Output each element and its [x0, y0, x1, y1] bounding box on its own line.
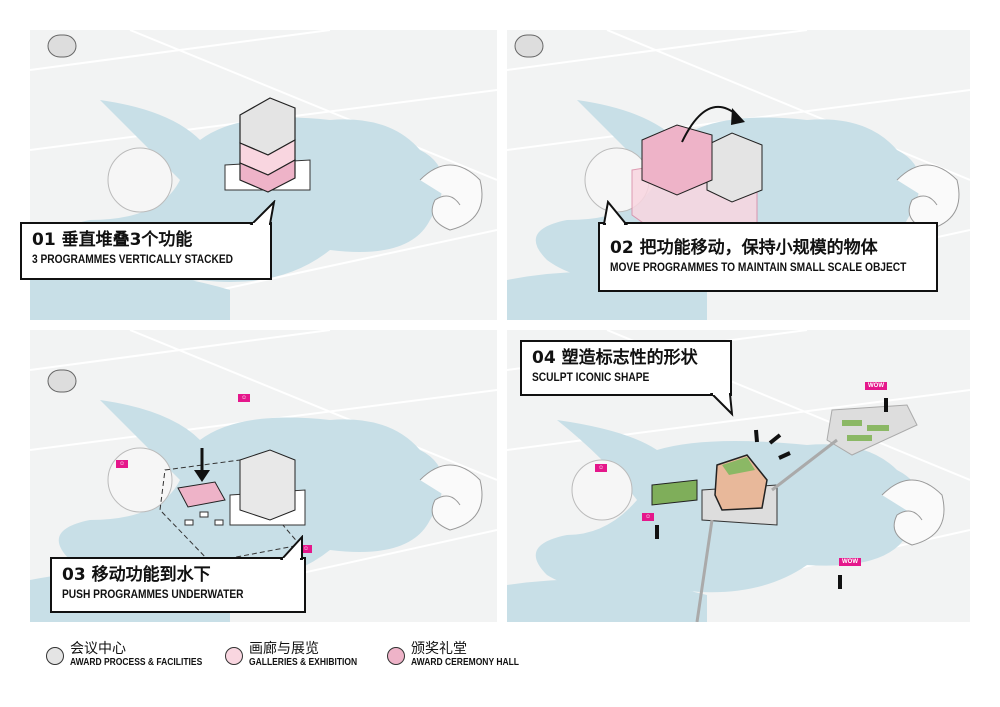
step-title-en: SCULPT ICONIC SHAPE [532, 370, 650, 384]
stacked-volume [239, 97, 296, 193]
smile-badge: ☺ [300, 545, 313, 553]
grey-volume [239, 449, 296, 521]
hall-volume [641, 124, 713, 196]
callout-tail [280, 535, 303, 561]
spiral-landform [881, 479, 945, 546]
emphasis-lines [754, 429, 791, 460]
swatch-galleries [225, 647, 243, 665]
legend-label-en: AWARD PROCESS & FACILITIES [70, 657, 203, 668]
bridge [695, 438, 838, 622]
smile-badge: ☺ [595, 464, 608, 472]
wow-badge: WOW [839, 558, 861, 566]
legend-label-zh: 会议中心 [70, 641, 126, 657]
step-title-en: MOVE PROGRAMMES TO MAINTAIN SMALL SCALE … [610, 260, 907, 274]
legend-label-zh: 颁奖礼堂 [411, 641, 467, 657]
move-arrow-icon [681, 105, 738, 143]
spiral-landform [419, 164, 483, 231]
hall-underwater [177, 481, 226, 508]
panel-04-iconic: ☺ ☺ WOW WOW [507, 330, 970, 622]
callout-02: 02 把功能移动，保持小规模的物体 MOVE PROGRAMMES TO MAI… [598, 222, 938, 292]
circular-plaza [571, 459, 633, 521]
step-title-en: 3 PROGRAMMES VERTICALLY STACKED [32, 252, 234, 266]
site-map [507, 330, 970, 622]
water-lower [30, 272, 230, 320]
circular-plaza [107, 447, 173, 513]
callout-tail [249, 200, 276, 226]
smile-badge: ☺ [238, 394, 251, 402]
wow-badge: WOW [865, 382, 887, 390]
step-title-zh: 01 垂直堆叠3个功能 [32, 230, 193, 250]
legend-label-zh: 画廊与展览 [249, 641, 319, 657]
circular-plaza [107, 147, 173, 213]
swatch-ceremony-hall [387, 647, 405, 665]
callout-01: 01 垂直堆叠3个功能 3 PROGRAMMES VERTICALLY STAC… [20, 222, 272, 280]
callout-03: 03 移动功能到水下 PUSH PROGRAMMES UNDERWATER [50, 557, 306, 613]
callout-tail [602, 200, 629, 226]
callout-04: 04 塑造标志性的形状 SCULPT ICONIC SHAPE [520, 340, 732, 396]
spiral-landform [419, 464, 483, 531]
step-title-zh: 02 把功能移动，保持小规模的物体 [610, 238, 878, 258]
smile-badge: ☺ [642, 513, 655, 521]
step-title-zh: 04 塑造标志性的形状 [532, 348, 698, 368]
smile-badge: ☺ [116, 460, 129, 468]
person-silhouettes [655, 398, 888, 589]
legend-label-en: GALLERIES & EXHIBITION [249, 657, 358, 668]
grey-volume [706, 132, 763, 203]
step-title-zh: 03 移动功能到水下 [62, 565, 211, 585]
green-roof-garden [651, 479, 698, 506]
callout-tail [710, 392, 734, 417]
swatch-award-process [46, 647, 64, 665]
step-title-en: PUSH PROGRAMMES UNDERWATER [62, 587, 244, 601]
legend-label-en: AWARD CEREMONY HALL [411, 657, 519, 668]
